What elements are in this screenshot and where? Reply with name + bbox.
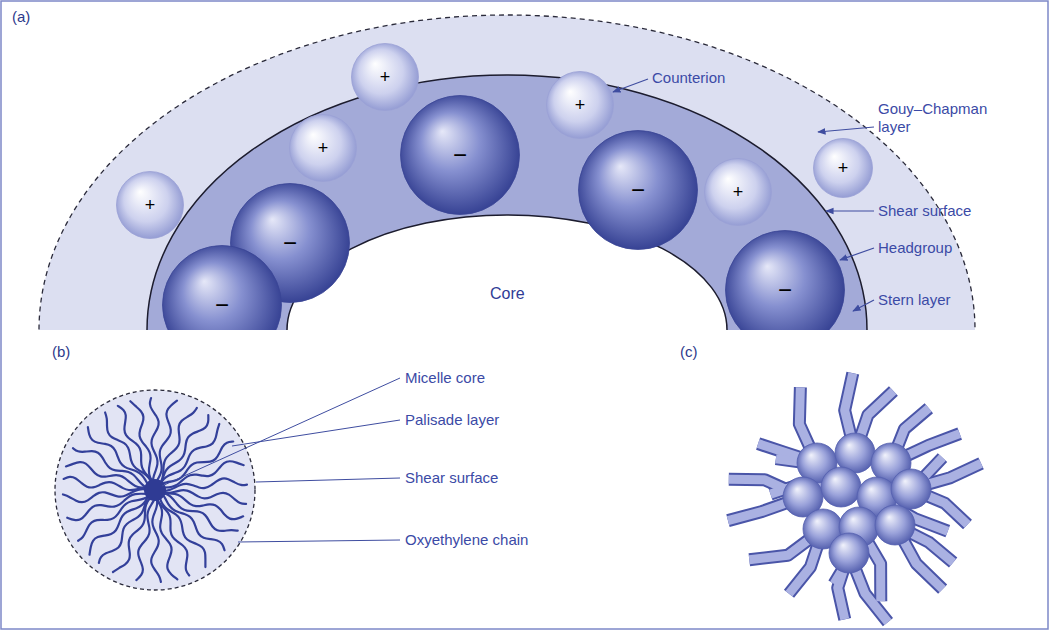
- sphere-shape: [117, 172, 184, 239]
- counterion-sphere: +: [351, 43, 419, 111]
- panel-a: Core + + + − + − + + − − −: [0, 0, 1049, 330]
- charge-sign: +: [575, 96, 586, 114]
- head-sphere: [891, 469, 931, 509]
- gouy-chapman-region: [39, 15, 975, 330]
- charge-sign: −: [631, 178, 645, 202]
- leader-line: [826, 210, 874, 211]
- chain-stroke: [113, 497, 151, 572]
- callout-label: Stern layer: [878, 291, 951, 309]
- callout-label: Gouy–Chapman layer: [878, 100, 993, 136]
- counterion-sphere: +: [289, 114, 357, 182]
- headgroup-sphere: −: [162, 245, 282, 330]
- micelle-core-blob: [144, 479, 166, 501]
- nonionic-micelle: [55, 390, 255, 590]
- tails: [728, 373, 981, 622]
- callout-label: Micelle core: [405, 369, 485, 387]
- sphere-shape: [814, 139, 873, 198]
- oxyethylene-chains: [63, 398, 247, 582]
- leader-line: [818, 127, 874, 132]
- shear-surface-outline: [55, 390, 255, 590]
- sphere-shape: [547, 72, 614, 139]
- leader-line: [840, 248, 874, 260]
- chain-stroke: [162, 493, 243, 519]
- callout-label: Oxyethylene chain: [405, 531, 528, 549]
- chain-stroke: [159, 497, 205, 567]
- charge-sign: +: [380, 68, 391, 86]
- leader-line: [256, 478, 400, 482]
- charge-sign: +: [318, 139, 329, 157]
- charge-sign: +: [733, 183, 744, 201]
- panel-letter: (c): [680, 343, 698, 361]
- micelle-3d-model: [728, 373, 981, 622]
- charge-sign: −: [778, 278, 792, 302]
- chain-stroke: [151, 498, 161, 582]
- sphere-outline: [162, 245, 282, 330]
- chain-stroke: [63, 489, 147, 502]
- leader-line: [238, 540, 400, 542]
- stern-region: [147, 75, 867, 330]
- charge-sign: −: [215, 293, 229, 317]
- leader-line: [232, 420, 400, 446]
- headgroup-sphere: −: [400, 95, 520, 215]
- leader-line: [162, 378, 400, 486]
- chain-stroke: [64, 477, 148, 490]
- sphere-shape: [401, 96, 520, 215]
- micelle-section: [39, 15, 975, 330]
- panel-letter: (a): [12, 8, 30, 26]
- chain-stroke: [78, 496, 149, 541]
- sphere-shape: [579, 131, 698, 250]
- chain-stroke: [163, 478, 247, 491]
- sphere-shape: [705, 159, 772, 226]
- charge-sign: −: [283, 231, 297, 255]
- chain-stroke: [67, 494, 148, 520]
- counterion-sphere: +: [546, 71, 614, 139]
- sphere-shape: [290, 115, 357, 182]
- heads: [783, 433, 931, 573]
- charge-sign: +: [838, 159, 849, 177]
- callout-label: Palisade layer: [405, 411, 499, 429]
- counterion-sphere: +: [813, 138, 873, 198]
- chain-stroke: [150, 398, 159, 482]
- headgroup-sphere: −: [578, 130, 698, 250]
- leader-line: [613, 79, 648, 92]
- leader-lines-b: [162, 378, 400, 542]
- charge-sign: −: [453, 143, 467, 167]
- callout-label: Shear surface: [405, 469, 498, 487]
- callout-label: Counterion: [652, 69, 725, 87]
- counterion-sphere: +: [116, 171, 184, 239]
- chain-stroke: [163, 493, 238, 531]
- charge-sign: +: [145, 196, 156, 214]
- head-sphere: [821, 467, 861, 507]
- sphere-shape: [163, 246, 282, 331]
- panel-letter: (b): [52, 343, 70, 361]
- counterion-sphere: +: [704, 158, 772, 226]
- leader-line: [853, 300, 874, 311]
- head-sphere: [875, 505, 915, 545]
- headgroup-sphere: −: [725, 230, 845, 330]
- callout-label: Headgroup: [878, 239, 952, 257]
- region-label: Core: [490, 285, 525, 303]
- sphere-shape: [726, 231, 845, 331]
- chain-stroke: [163, 461, 244, 487]
- callout-label: Shear surface: [878, 202, 971, 220]
- head-sphere: [829, 533, 869, 573]
- chain-stroke: [130, 401, 152, 482]
- sphere-shape: [352, 44, 419, 111]
